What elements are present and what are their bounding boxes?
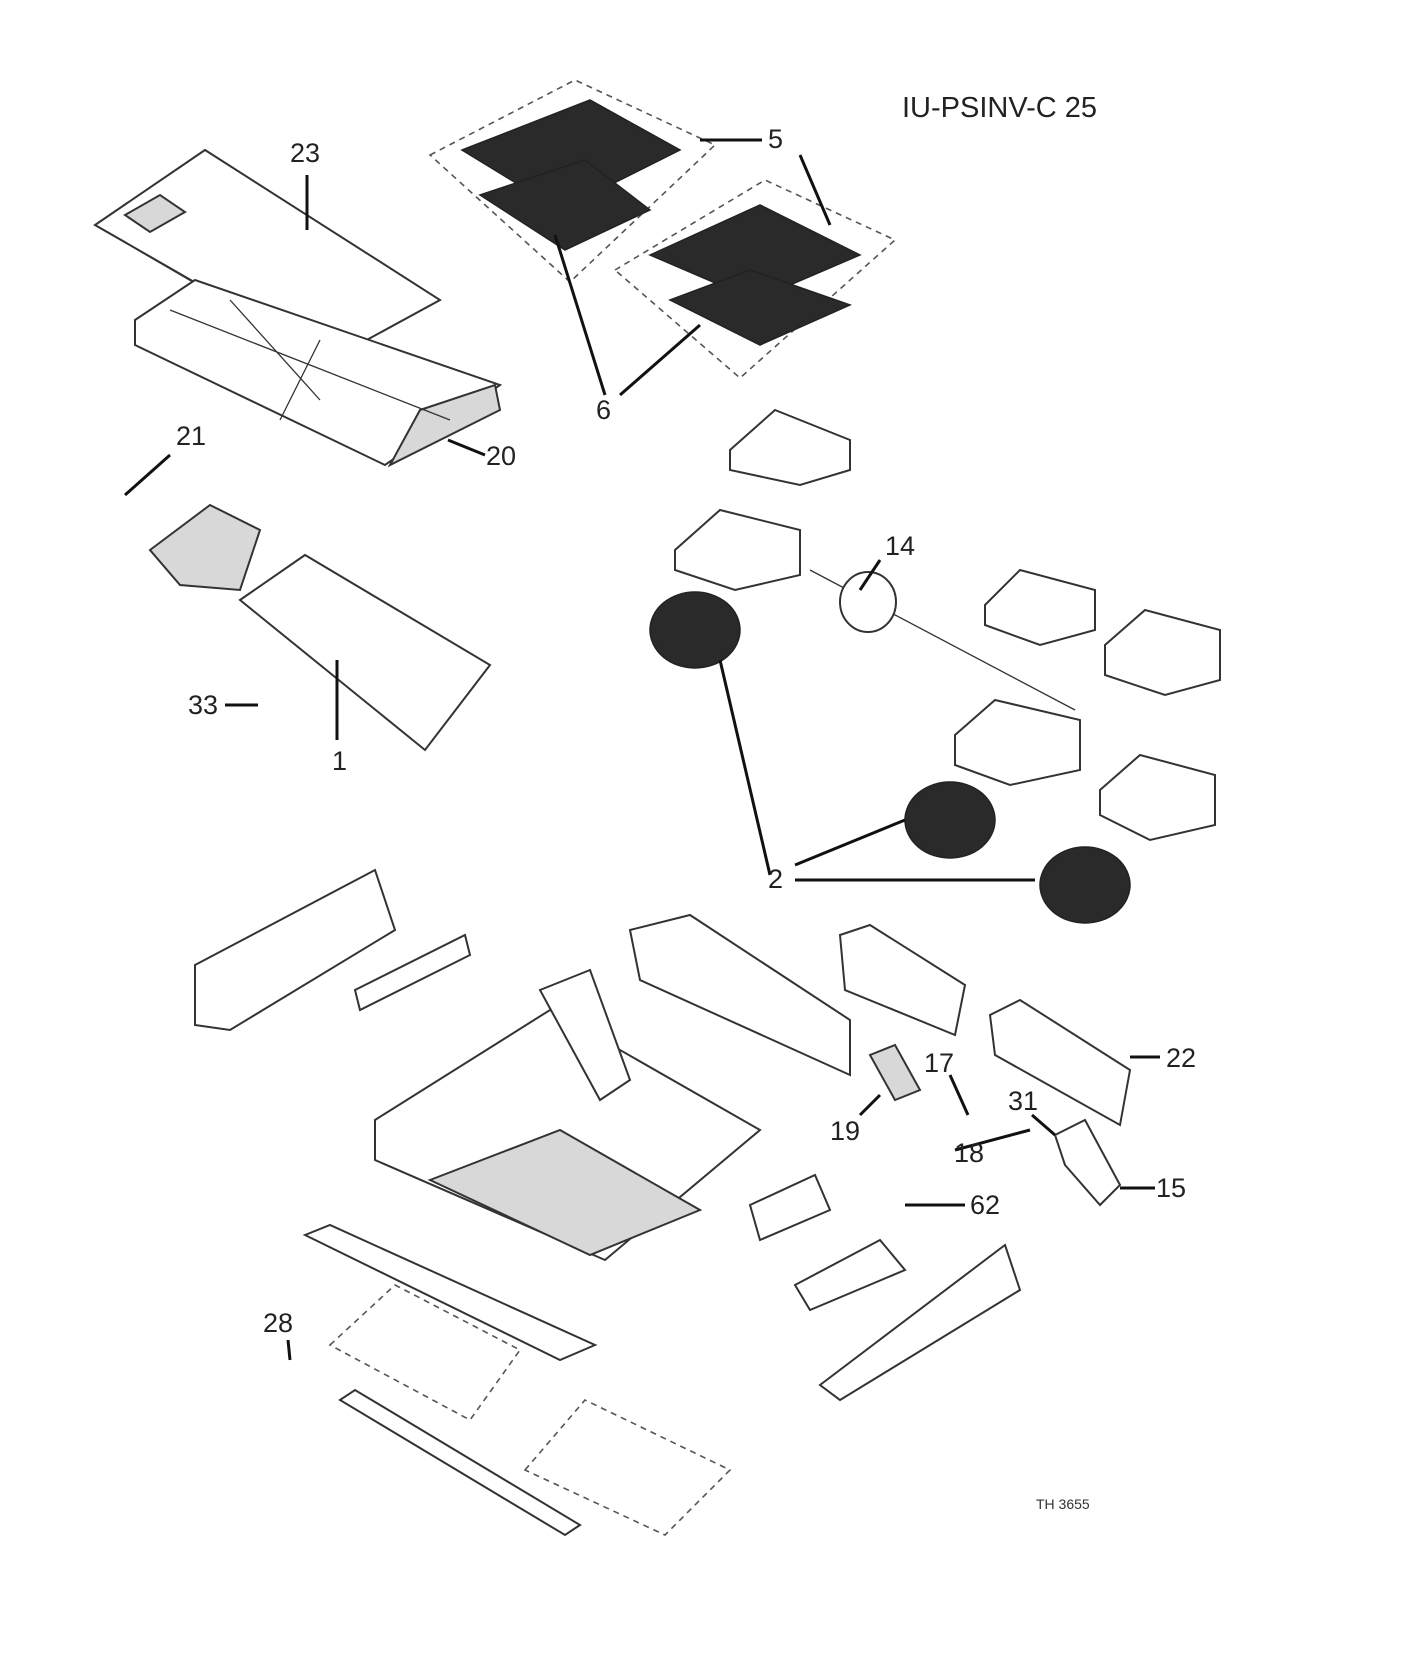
main-chassis	[374, 913, 851, 1262]
bottom-louvres	[302, 1223, 1022, 1537]
part-5-filter-group-right	[613, 179, 897, 380]
callout-6: 6	[596, 395, 612, 425]
part-14-motor	[809, 569, 1076, 711]
part-5-filter-group-left	[428, 79, 717, 284]
callout-18: 18	[954, 1138, 985, 1168]
callout-31: 31	[1008, 1086, 1039, 1116]
callout-5: 5	[768, 124, 784, 154]
callout-23: 23	[290, 138, 321, 168]
callout-62: 62	[970, 1190, 1001, 1220]
callout-15: 15	[1156, 1173, 1187, 1203]
callout-28: 28	[263, 1308, 294, 1338]
right-side-panels	[748, 923, 1132, 1242]
callout-21: 21	[176, 421, 207, 451]
callout-1: 1	[332, 746, 348, 776]
callout-22: 22	[1166, 1043, 1197, 1073]
callout-19: 19	[830, 1116, 861, 1146]
callout-20: 20	[486, 441, 517, 471]
callout-33: 33	[188, 690, 219, 720]
part-2-blower-wheels	[649, 591, 1131, 924]
model-number: IU-PSINV-C 25	[902, 92, 1097, 124]
callout-2: 2	[768, 864, 784, 894]
drawing-code: TH 3655	[1036, 1496, 1090, 1512]
left-side-panel	[194, 868, 472, 1032]
part-1-heat-exchanger	[148, 503, 492, 752]
callout-17: 17	[924, 1048, 955, 1078]
callout-14: 14	[885, 531, 916, 561]
blower-housings	[674, 408, 1221, 842]
leader-lines	[124, 138, 1160, 1361]
part-20-front-frame	[134, 278, 503, 468]
